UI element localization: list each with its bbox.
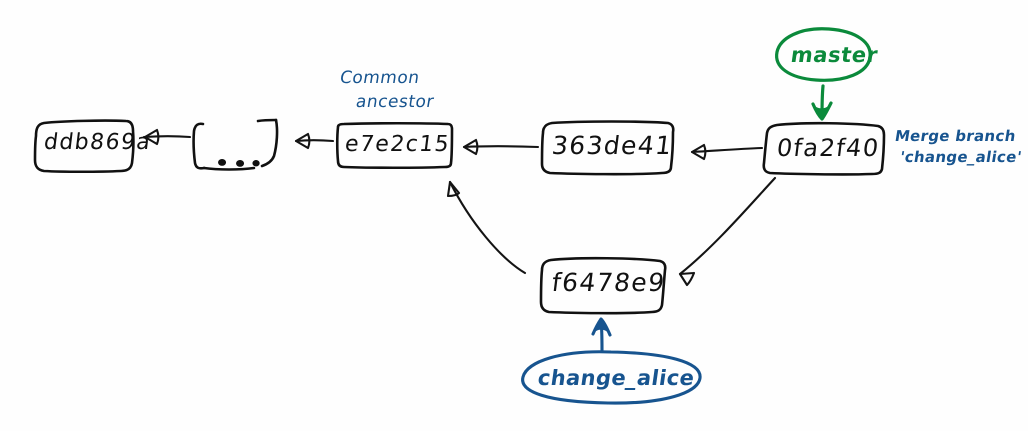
annotation-merge-message-line2: 'change_alice' — [898, 148, 1024, 166]
edge-ellipsis-to-ddb869a — [142, 128, 192, 146]
commit-label-ddb869a: ddb869a — [42, 130, 153, 155]
commit-node-0fa2f40[interactable] — [762, 121, 886, 176]
branch-label-master: master — [789, 43, 880, 67]
edge-363de41-to-e7e2c15 — [462, 138, 540, 156]
commit-node-ellipsis[interactable] — [192, 118, 279, 171]
commit-label-363de41: 363de41 — [550, 131, 675, 160]
commit-label-f6478e9: f6478e9 — [550, 268, 668, 297]
branch-label-change-alice: change_alice — [536, 366, 697, 390]
edge-0fa2f40-to-f6478e9 — [678, 176, 777, 287]
edge-e7e2c15-to-ellipsis — [294, 132, 335, 150]
commit-node-ddb869a[interactable] — [33, 119, 135, 174]
annotation-common-ancestor-line2: ancestor — [354, 92, 436, 112]
branch-pointer-master[interactable] — [775, 27, 872, 121]
commit-label-0fa2f40: 0fa2f40 — [775, 134, 882, 162]
commit-label-e7e2c15: e7e2c15 — [343, 132, 452, 157]
annotation-merge-message-line1: Merge branch — [893, 127, 1018, 145]
annotation-common-ancestor-line1: Common — [338, 68, 422, 88]
edge-0fa2f40-to-363de41 — [690, 143, 764, 161]
edge-f6478e9-to-e7e2c15 — [446, 180, 527, 275]
commit-node-e7e2c15[interactable] — [335, 121, 454, 170]
commit-node-363de41[interactable] — [540, 120, 675, 176]
branch-pointer-change-alice[interactable] — [521, 317, 702, 405]
commit-node-f6478e9[interactable] — [539, 256, 667, 315]
